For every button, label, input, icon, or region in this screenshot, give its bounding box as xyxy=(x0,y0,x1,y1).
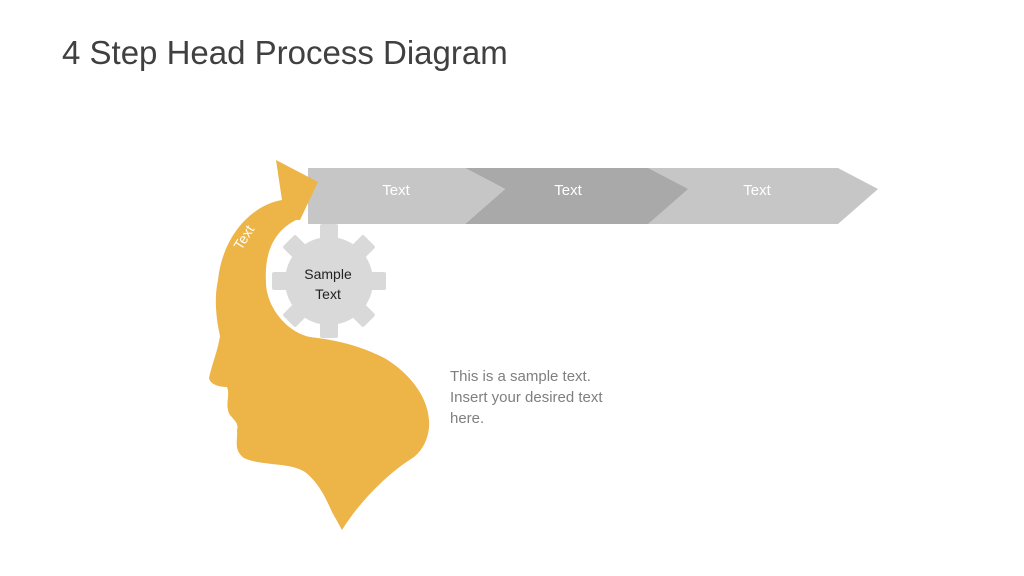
gear-icon xyxy=(272,224,386,338)
process-arrow-1 xyxy=(308,168,505,224)
process-arrow-3-label: Text xyxy=(743,182,771,199)
process-arrow-1-label: Text xyxy=(382,182,410,199)
process-arrow-3 xyxy=(645,168,878,224)
gear-label-line-2: Text xyxy=(315,286,341,302)
gear-label: Sample Text xyxy=(283,264,373,304)
gear-label-line-1: Sample xyxy=(304,266,352,282)
process-arrow-2 xyxy=(465,168,688,224)
head-silhouette xyxy=(209,160,430,530)
process-arrow-2-label: Text xyxy=(554,182,582,199)
slide-title: 4 Step Head Process Diagram xyxy=(62,34,508,71)
description-text: This is a sample text. Insert your desir… xyxy=(450,368,603,427)
